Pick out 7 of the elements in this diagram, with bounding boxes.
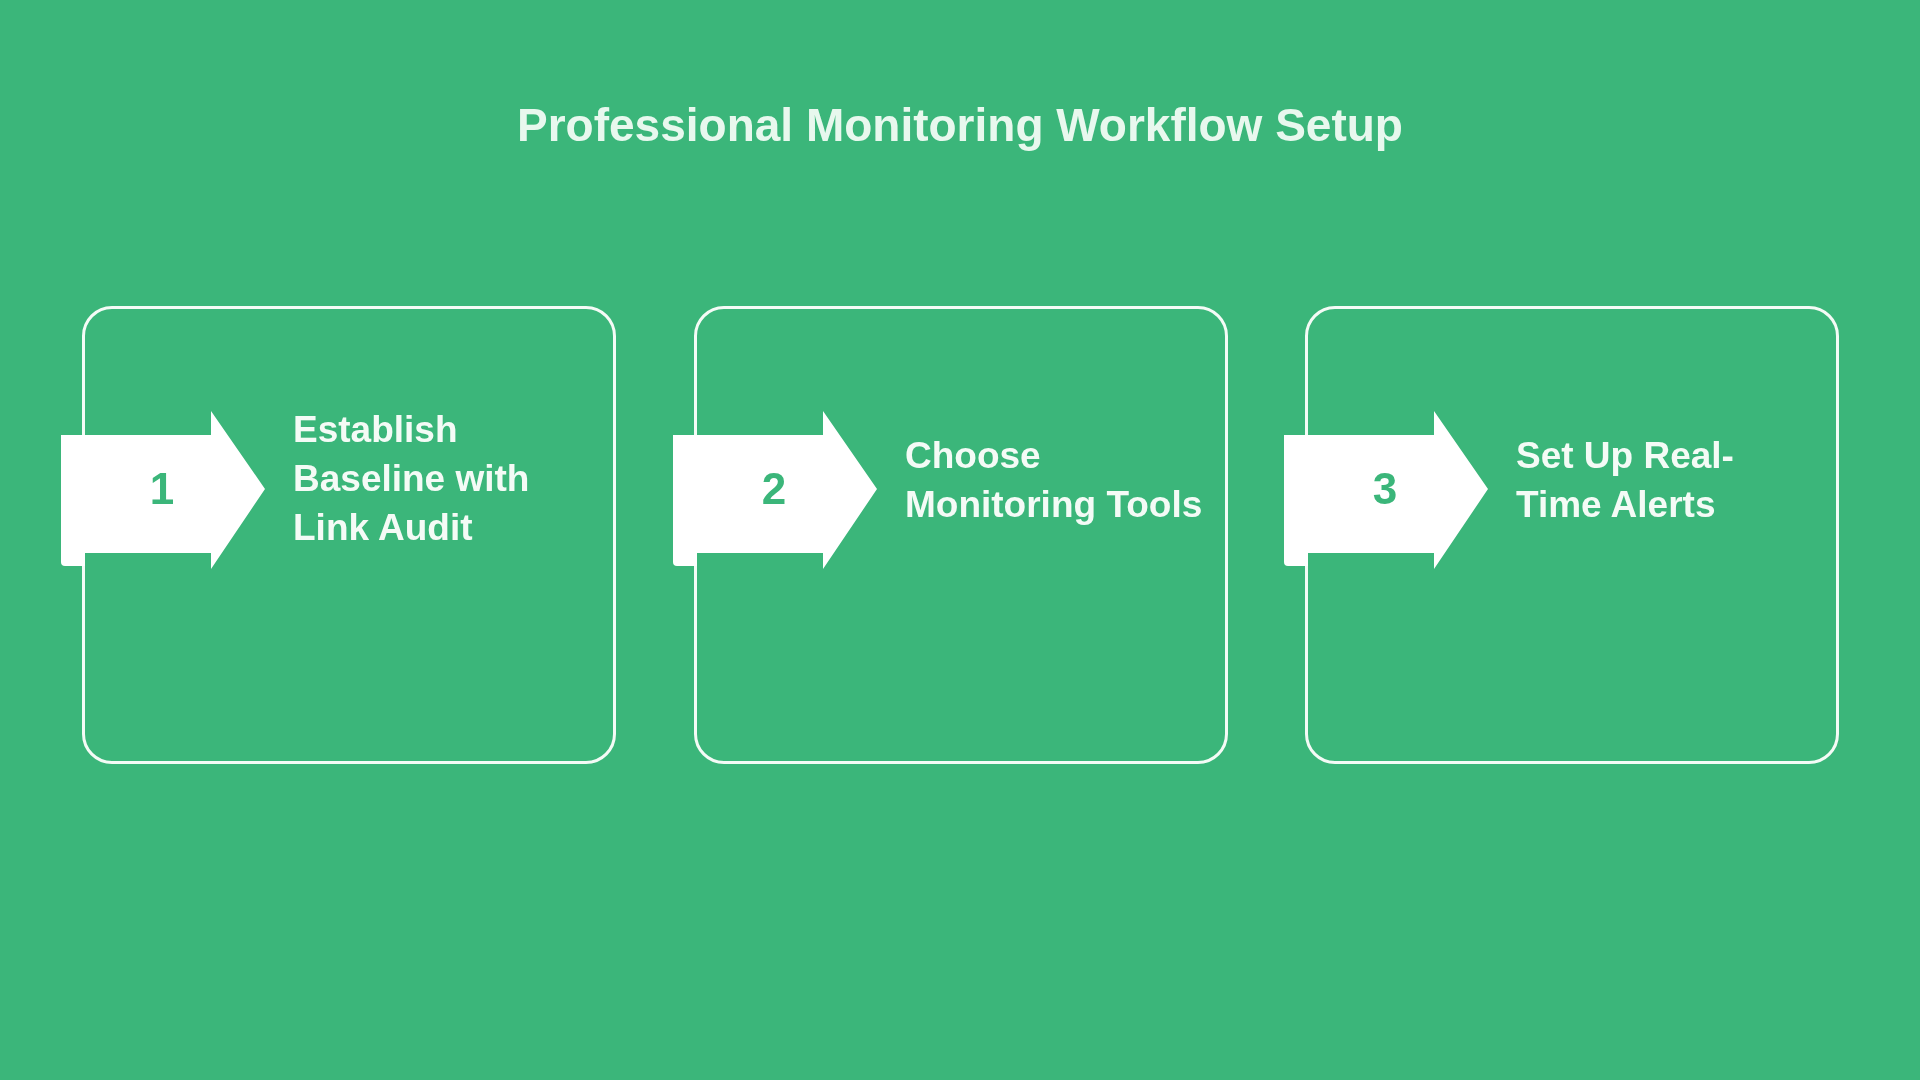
title: Professional Monitoring Workflow Setup [516,98,1404,152]
step-title: Choose Monitoring Tools [905,434,1204,527]
step-number: 2 [760,463,788,515]
step-title: Establish Baseline with Link Audit [293,408,531,550]
step-number: 3 [1371,463,1399,515]
step-number: 1 [148,463,176,515]
step-title: Set Up Real-Time Alerts [1516,434,1735,527]
